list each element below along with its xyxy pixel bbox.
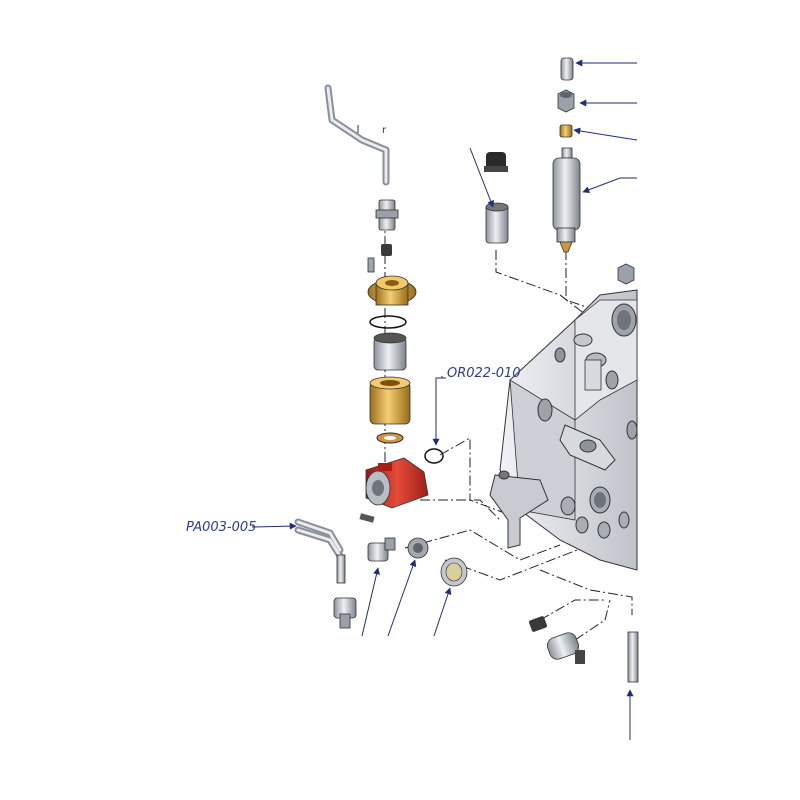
oring-part-label: OR022-010 (447, 366, 521, 381)
assembly-centerlines (384, 200, 633, 641)
housing-block (489, 289, 638, 571)
tube-mark-label: r (382, 125, 387, 136)
part-labels: OR022-010 PA003-005 r (186, 125, 521, 535)
left-stack-parts (294, 84, 639, 683)
leader-lines (251, 59, 638, 740)
u-tube-part-label: PA003-005 (186, 520, 256, 535)
top-right-parts (484, 57, 635, 285)
